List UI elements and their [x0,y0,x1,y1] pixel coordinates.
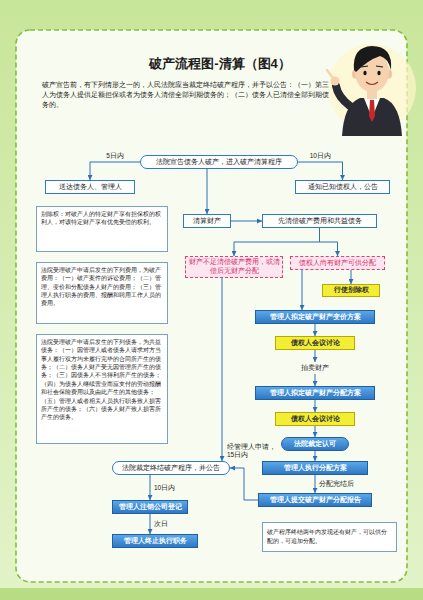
process-box: 管理人注销公司登记 [112,500,188,514]
cartoon-arm [336,86,350,106]
flow-arrow [315,400,316,412]
duration-label: 10日内 [154,484,175,492]
node-text: 先清偿破产费用和共益债务 [278,217,362,226]
duration-label: 次日 [154,520,168,528]
flow-arrow [351,270,352,284]
node-text: 法院受理破产申请后发生的下列费用，为破产费用：（一）破产案件的诉讼费用；（二）管… [41,266,163,308]
node-text: 债权人尚有财产可供分配 [299,259,376,268]
cartoon-eye [363,71,366,75]
node-text: 法院裁定终结破产程序，并公告 [122,464,220,473]
node-text: 财产不足清偿破产费用，或清偿后无财产分配 [188,258,280,276]
node-text: 债权人会议讨论 [291,415,340,424]
flow-arrow [315,374,316,386]
flow-arrow [150,514,151,534]
flow-arrow [315,426,316,437]
court-box: 法院裁定终结破产程序，并公告 [112,461,230,475]
node-text: 别除权：对破产人的特定财产享有担保权的权利人，对该特定财产享有优先受偿的权利。 [41,210,163,227]
cartoon-finger [327,70,333,78]
flow-arrow [207,169,208,214]
cartoon-brow [361,66,368,67]
definition-box: 法院受理破产申请后发生的下列债务，为共益债务：（一）因管理人或者债务人请求对方当… [36,334,168,444]
cartoon-tie [369,100,375,122]
node-text: 管理人拟定破产财产分配方案 [270,389,361,398]
definition-box: 法院受理破产申请后发生的下列费用，为破产费用：（一）破产案件的诉讼费用；（二）管… [36,262,168,324]
duration-label: 5日内 [106,152,124,160]
process-box: 管理人终止执行职务 [112,534,198,548]
node-text: 债权人会议讨论 [291,339,340,348]
process-box: 管理人拟定破产财产分配方案 [255,386,375,400]
duration-label: 10日内 [310,152,331,160]
flow-arrow [315,350,316,362]
node-text: 管理人执行分配方案 [284,464,347,473]
node-text: 通知已知债权人，公告 [308,183,378,192]
connector-group [90,162,351,534]
step-text: 拍卖财产 [295,362,335,374]
node-text: 管理人注销公司登记 [119,503,182,512]
action-box: 行使别除权 [322,284,380,297]
court-box: 法院裁定认可 [281,437,349,451]
node-text: 行使别除权 [334,286,369,295]
court-box: 法院宣告债务人破产，进入破产清算程序 [140,155,298,169]
process-box: 管理人拟定破产财产变价方案 [255,310,375,324]
cartoon-eye [377,71,380,75]
process-box: 管理人执行分配方案 [262,461,368,475]
node-text: 法院受理破产申请后发生的下列债务，为共益债务：（一）因管理人或者债务人请求对方当… [41,338,163,422]
flow-arrow [90,162,140,180]
node-text: 管理人提交破产财产分配报告 [270,496,361,505]
lawyer-cartoon [327,44,416,136]
node-text: 送达债务人、管理人 [59,183,122,192]
process-box: 先清偿破产费用和共益债务 [262,214,377,228]
flow-arrow [222,278,223,461]
process-box: 送达债务人、管理人 [45,180,135,194]
flow-arrow [150,475,151,500]
duration-label: 经管理人申请，15日内 [227,443,279,459]
meeting-box: 债权人会议讨论 [275,412,355,426]
condition-box: 财产不足清偿破产费用，或清偿后无财产分配 [185,256,283,278]
cartoon-brow [376,66,383,67]
bottom-band [0,588,423,600]
node-text: 管理人拟定破产财产变价方案 [270,313,361,322]
duration-label: 分配完结后 [319,480,354,488]
flow-arrow [230,468,258,500]
intro-note: 破产宣告前，有下列情形之一的，人民法院应当裁定终结破产程序，并予以公告：（一）第… [42,80,330,110]
diagram-title: 破产流程图-清算（图4） [100,55,340,73]
condition-box: 债权人尚有财产可供分配 [290,256,385,270]
cartoon-glow [328,44,416,132]
node-text: 拍卖财产 [301,364,329,373]
process-box: 通知已知债权人，公告 [295,180,390,194]
node-text: 清算财产 [193,217,221,226]
node-text: 管理人终止执行职务 [124,537,187,546]
flow-arrow [320,228,338,256]
cartoon-hair [354,46,391,72]
flow-arrow [302,270,303,310]
flow-arrow [315,324,316,336]
flow-arrow [298,162,343,180]
meeting-box: 债权人会议讨论 [275,336,355,350]
definition-box: 别除权：对破产人的特定财产享有担保权的权利人，对该特定财产享有优先受偿的权利。 [36,206,168,252]
process-box: 清算财产 [183,214,231,228]
flow-arrow [315,475,316,493]
flow-arrow [234,228,320,256]
node-text: 法院裁定认可 [294,440,336,449]
node-text: 破产程序终结两年内发现还有财产，可以供分配的，可追加分配。 [267,528,392,545]
node-text: 法院宣告债务人破产，进入破产清算程序 [156,158,282,167]
dashed-frame [16,30,407,582]
flow-arrow [315,451,316,461]
flow-arrow [231,221,262,222]
note-box: 破产程序终结两年内发现还有财产，可以供分配的，可追加分配。 [262,522,397,552]
cartoon-mouth [366,82,378,85]
process-box: 管理人提交破产财产分配报告 [258,493,372,507]
